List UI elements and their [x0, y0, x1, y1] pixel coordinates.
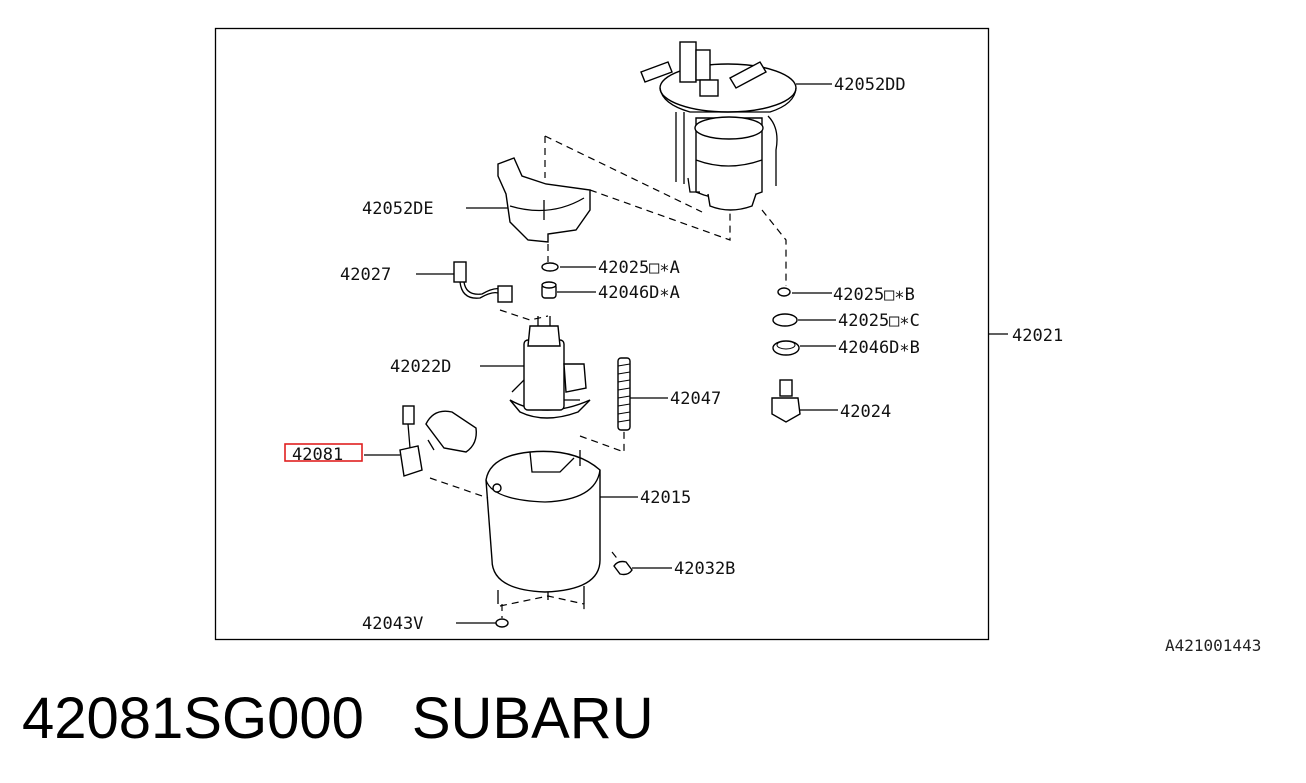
- callout-42027[interactable]: 42027: [340, 265, 391, 285]
- figure-code: A421001443: [1165, 636, 1262, 655]
- brand-name: SUBARU: [411, 686, 654, 751]
- callout-42021[interactable]: 42021: [1012, 326, 1063, 346]
- cap-a-part: [541, 281, 557, 299]
- reservoir-part: [485, 450, 601, 604]
- diagram-frame: [214, 27, 990, 641]
- callout-42046DB[interactable]: 42046D∗B: [838, 338, 920, 358]
- oring-c-part: [772, 313, 798, 327]
- highlight-box: [284, 443, 363, 462]
- part-footer: 42081SG000 SUBARU: [22, 684, 654, 754]
- callout-42022D[interactable]: 42022D: [390, 357, 451, 377]
- clip-part: [613, 560, 633, 576]
- sender-part: [399, 405, 477, 477]
- part-number: 42081SG000: [22, 686, 364, 751]
- callout-42043V[interactable]: 42043V: [362, 614, 423, 634]
- spring-part: [617, 357, 631, 431]
- seal-db-part: [772, 340, 800, 356]
- callout-42081[interactable]: 42081: [292, 445, 343, 465]
- callout-42025C[interactable]: 42025□∗C: [838, 311, 920, 331]
- assembly-dashed-lines: [429, 135, 787, 618]
- callout-42025A[interactable]: 42025□∗A: [598, 258, 680, 278]
- callout-42015[interactable]: 42015: [640, 488, 691, 508]
- parts-diagram: 42052DD 42052DE 42027 42025□∗A 42046D∗A …: [214, 27, 1063, 641]
- callout-42046DA[interactable]: 42046D∗A: [598, 283, 680, 303]
- sensor-part: [771, 379, 801, 423]
- harness-part: [453, 261, 513, 303]
- callout-42024[interactable]: 42024: [840, 402, 891, 422]
- pump-part: [509, 316, 591, 419]
- callout-42032B[interactable]: 42032B: [674, 559, 735, 579]
- pump-flange-part: [640, 41, 797, 211]
- leader-lines: [364, 83, 1008, 624]
- washer-a-part: [541, 262, 559, 272]
- callout-42052DE[interactable]: 42052DE: [362, 199, 434, 219]
- drain-cap-part: [495, 618, 509, 628]
- bracket-part: [497, 157, 591, 243]
- callout-42025B[interactable]: 42025□∗B: [833, 285, 915, 305]
- washer-b-part: [777, 287, 791, 297]
- callout-42052DD[interactable]: 42052DD: [834, 75, 906, 95]
- callout-42047[interactable]: 42047: [670, 389, 721, 409]
